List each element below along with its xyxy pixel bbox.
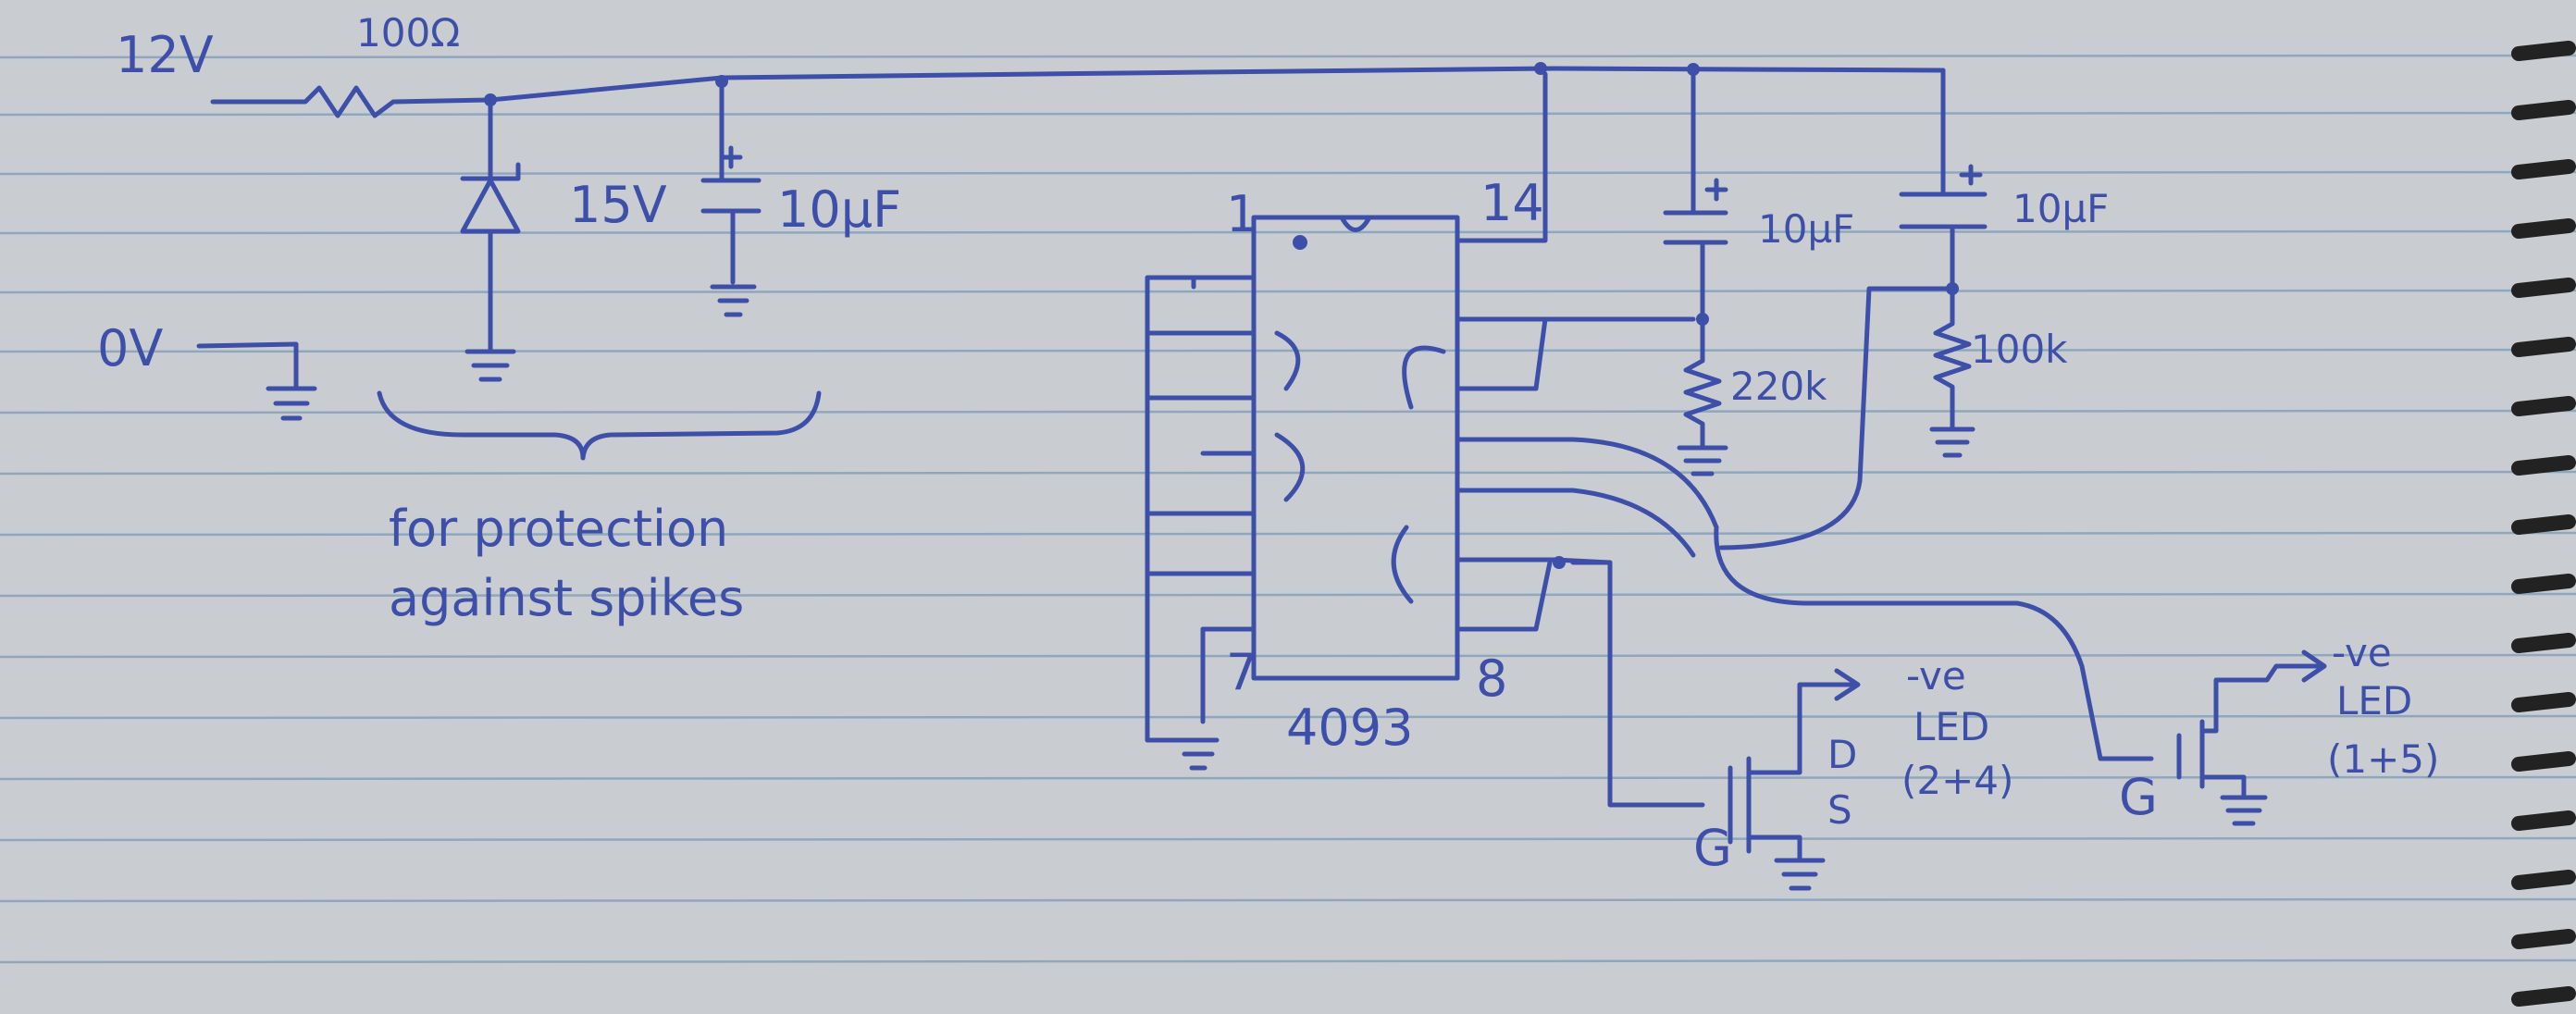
led1-line-2: LED xyxy=(1913,704,1989,749)
ic-part-label: 4093 xyxy=(1286,699,1413,757)
led1-line-1: -ve xyxy=(1906,653,1966,699)
cap2-label: 10µF xyxy=(1758,206,1854,252)
ic-pin-1: 1 xyxy=(1226,185,1257,243)
mosfet-1 xyxy=(1553,556,1861,891)
supply-label: 12V xyxy=(116,26,214,84)
led2-line-2: LED xyxy=(2336,678,2412,723)
ic-pin-7: 7 xyxy=(1226,643,1257,701)
protection-brace xyxy=(377,390,822,461)
fet1-source-label: S xyxy=(1827,787,1852,833)
mosfet-2 xyxy=(1714,525,2327,826)
led1-line-3: (2+4) xyxy=(1901,758,2013,803)
capacitor-1 xyxy=(700,79,762,317)
cap3-label: 10µF xyxy=(2012,186,2109,231)
res1-label: 220k xyxy=(1730,364,1827,409)
ic-pin-8: 8 xyxy=(1476,649,1507,708)
zener-label: 15V xyxy=(569,176,667,234)
note-line-2: against spikes xyxy=(389,569,744,627)
res2-label: 100k xyxy=(1971,327,2068,372)
ground-0v xyxy=(196,341,317,421)
paper-rules xyxy=(0,54,2576,964)
cap1-label: 10µF xyxy=(777,180,901,239)
fet1-gate-label: G xyxy=(1693,819,1732,877)
ground-label: 0V xyxy=(97,319,163,377)
note-line-1: for protection xyxy=(389,500,728,558)
series-resistor-label: 100Ω xyxy=(356,10,460,56)
fet2-gate-label: G xyxy=(2119,768,2158,826)
led2-line-1: -ve xyxy=(2332,630,2392,675)
ic-4093 xyxy=(1145,71,1719,771)
timer-2 xyxy=(1718,68,1988,550)
spiral-binding xyxy=(2511,41,2576,1007)
ic-pin-14: 14 xyxy=(1480,174,1544,232)
led2-line-3: (1+5) xyxy=(2327,736,2439,782)
zener-diode xyxy=(460,97,521,382)
fet1-drain-label: D xyxy=(1827,732,1857,777)
timer-1 xyxy=(1663,67,1728,476)
supply-rail xyxy=(210,62,1946,118)
